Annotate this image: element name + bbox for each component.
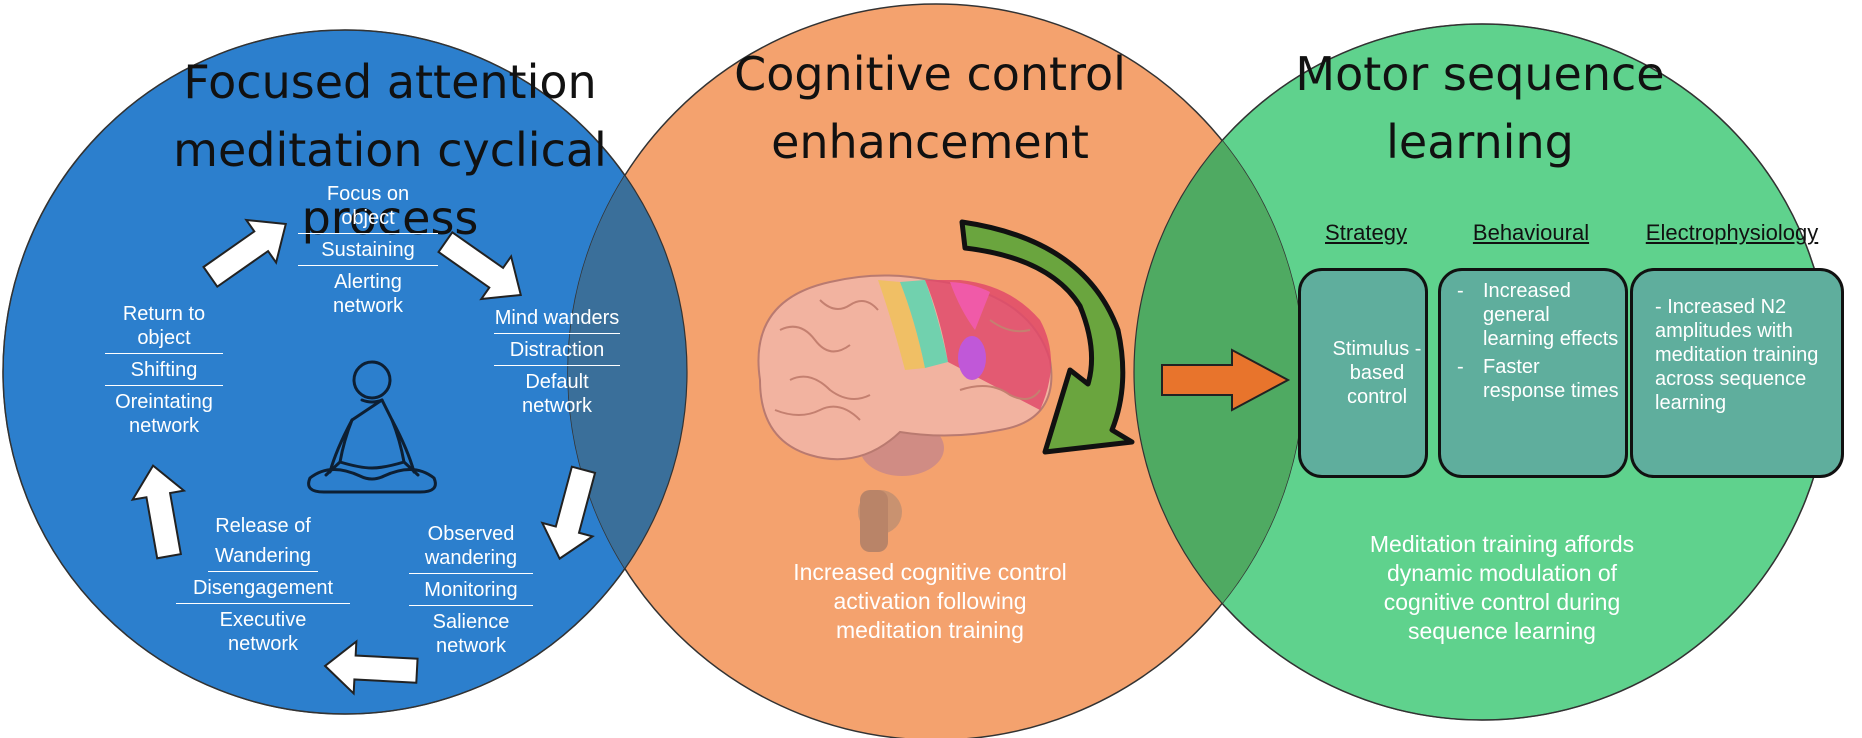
strategy-box: Stimulus -based control: [1298, 268, 1428, 478]
stage-label: Mind wanders: [494, 306, 620, 334]
right-title: Motor sequence learning: [1295, 47, 1665, 169]
middle-title: Cognitive control enhancement: [734, 47, 1126, 169]
right-caption: Meditation training affords dynamic modu…: [1369, 531, 1635, 644]
stage-process: Wandering: [208, 544, 318, 572]
stage-network: Oreintating network: [115, 391, 213, 437]
brain-icon: [757, 274, 1053, 552]
electrophysiology-text: - Increased N2 amplitudes with meditatio…: [1655, 296, 1819, 414]
curved-arrow: [959, 219, 1135, 455]
behavioural-item: -Faster response times: [1457, 356, 1619, 402]
stage-process: Distraction: [494, 338, 620, 366]
stage-release: Release of Wandering Disengagement Execu…: [176, 514, 350, 656]
stage-process: Shifting: [105, 358, 223, 386]
strategy-text: Stimulus -based control: [1332, 338, 1422, 408]
stage-network: Alerting network: [332, 271, 404, 317]
stage-process: Monitoring: [409, 578, 533, 606]
column-electrophysiology: Electrophysiology: [1645, 220, 1819, 245]
cycle-arrows: [130, 218, 597, 696]
stage-focus: Focus on object Sustaining Alerting netw…: [298, 182, 438, 318]
electrophysiology-box: - Increased N2 amplitudes with meditatio…: [1630, 268, 1844, 478]
stage-network: Executive network: [219, 609, 307, 655]
stage-network: Salience network: [432, 611, 510, 657]
stage-return: Return to object Shifting Oreintating ne…: [105, 302, 223, 438]
column-strategy: Strategy: [1325, 220, 1407, 245]
column-behavioural: Behavioural: [1472, 220, 1590, 245]
middle-caption: Increased cognitive control activation f…: [793, 559, 1067, 643]
arrow-left-up: [130, 464, 187, 560]
stage-observed: Observed wandering Monitoring Salience n…: [409, 522, 533, 658]
orange-arrow: [1161, 348, 1291, 412]
stage-process-2: Disengagement: [176, 576, 350, 604]
stage-process: Sustaining: [298, 238, 438, 266]
behavioural-item: -Increased general learning effects: [1457, 280, 1619, 350]
arrow-bottom-left: [323, 639, 419, 696]
stage-network: Default network: [521, 371, 593, 417]
stage-label: Observed wandering: [409, 522, 533, 574]
arrow-top-left: [202, 218, 288, 289]
arrow-top-right: [437, 230, 523, 301]
stage-label: Release of: [215, 515, 311, 537]
meditating-person-icon: [307, 360, 437, 494]
stage-label: Focus on object: [298, 182, 438, 234]
arrow-right-down: [540, 465, 597, 561]
left-title: Focused attention meditation cyclical pr…: [173, 55, 607, 245]
behavioural-box: -Increased general learning effects -Fas…: [1438, 268, 1628, 478]
stage-label: Return to object: [105, 302, 223, 354]
stage-mind-wanders: Mind wanders Distraction Default network: [494, 306, 620, 418]
